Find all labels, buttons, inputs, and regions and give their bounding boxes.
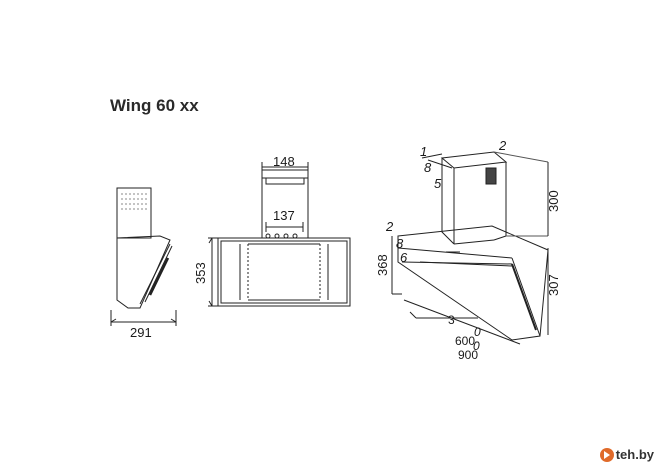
width-alt-label: 900 [458, 348, 478, 362]
callout-2-bottom: 2 [385, 219, 394, 234]
watermark-badge: teh.by [595, 446, 658, 463]
width-sub-label: 0 [473, 339, 480, 353]
isometric-view [391, 151, 549, 345]
watermark-text: teh.by [615, 447, 654, 462]
width-zero-label: 0 [474, 325, 481, 339]
callout-8-top: 8 [424, 160, 432, 175]
diagram-title: Wing 60 xx [110, 96, 199, 115]
front-view [208, 162, 351, 307]
depth-label: 3 [448, 313, 455, 327]
callout-2-top: 2 [498, 138, 507, 153]
side-view [110, 187, 177, 326]
width-main-label: 600- [455, 334, 479, 348]
callout-8-bottom: 8 [396, 236, 404, 251]
front-height-label: 353 [193, 262, 208, 284]
front-inner-width-label: 137 [273, 208, 295, 223]
side-width-label: 291 [130, 325, 152, 340]
front-top-width-label: 148 [273, 154, 295, 169]
callout-1: 1 [420, 144, 427, 159]
canopy-height-label: 307 [546, 274, 561, 296]
callout-6: 6 [400, 250, 408, 265]
play-arrow-icon [599, 447, 614, 462]
callout-5: 5 [434, 176, 442, 191]
chimney-height-label: 300 [546, 190, 561, 212]
side-height-label: 368 [375, 254, 390, 276]
